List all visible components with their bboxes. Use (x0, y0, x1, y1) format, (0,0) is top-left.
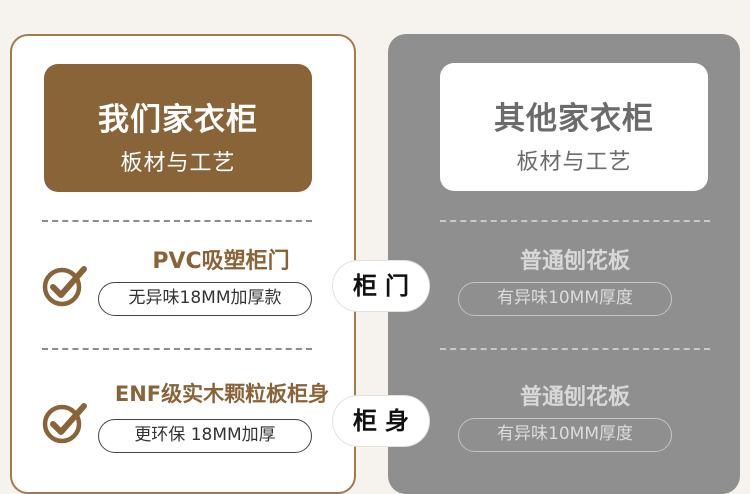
divider (42, 348, 312, 350)
feature-body-detail: 更环保 18MM加厚 (98, 419, 312, 453)
our-wardrobe-header: 我们家衣柜 板材与工艺 (44, 64, 312, 192)
badge-door: 柜门 (333, 261, 429, 311)
divider (440, 348, 710, 350)
other-wardrobe-panel: 其他家衣柜 板材与工艺 普通刨花板 有异味10MM厚度 普通刨花板 有异味10M… (388, 34, 740, 494)
divider (440, 220, 710, 222)
badge-body: 柜身 (333, 396, 429, 446)
feature-body-label: ENF级实木颗粒板柜身 (114, 382, 330, 406)
other-door-detail: 有异味10MM厚度 (458, 282, 672, 316)
divider (42, 220, 312, 222)
check-circle-icon (42, 266, 87, 307)
check-circle-icon (42, 403, 87, 444)
other-body-detail: 有异味10MM厚度 (458, 418, 672, 452)
feature-door-detail: 无异味18MM加厚款 (98, 282, 312, 316)
other-wardrobe-header: 其他家衣柜 板材与工艺 (440, 63, 708, 191)
our-wardrobe-title: 我们家衣柜 (98, 102, 258, 138)
other-wardrobe-subtitle: 板材与工艺 (516, 150, 632, 175)
other-door-label: 普通刨花板 (519, 249, 630, 274)
other-body-label: 普通刨花板 (519, 385, 630, 410)
our-wardrobe-subtitle: 板材与工艺 (120, 151, 236, 176)
our-wardrobe-panel: 我们家衣柜 板材与工艺 PVC吸塑柜门 无异味18MM加厚款 ENF级实木颗粒板… (10, 34, 356, 494)
other-wardrobe-title: 其他家衣柜 (494, 101, 654, 137)
feature-door-label: PVC吸塑柜门 (152, 249, 290, 274)
